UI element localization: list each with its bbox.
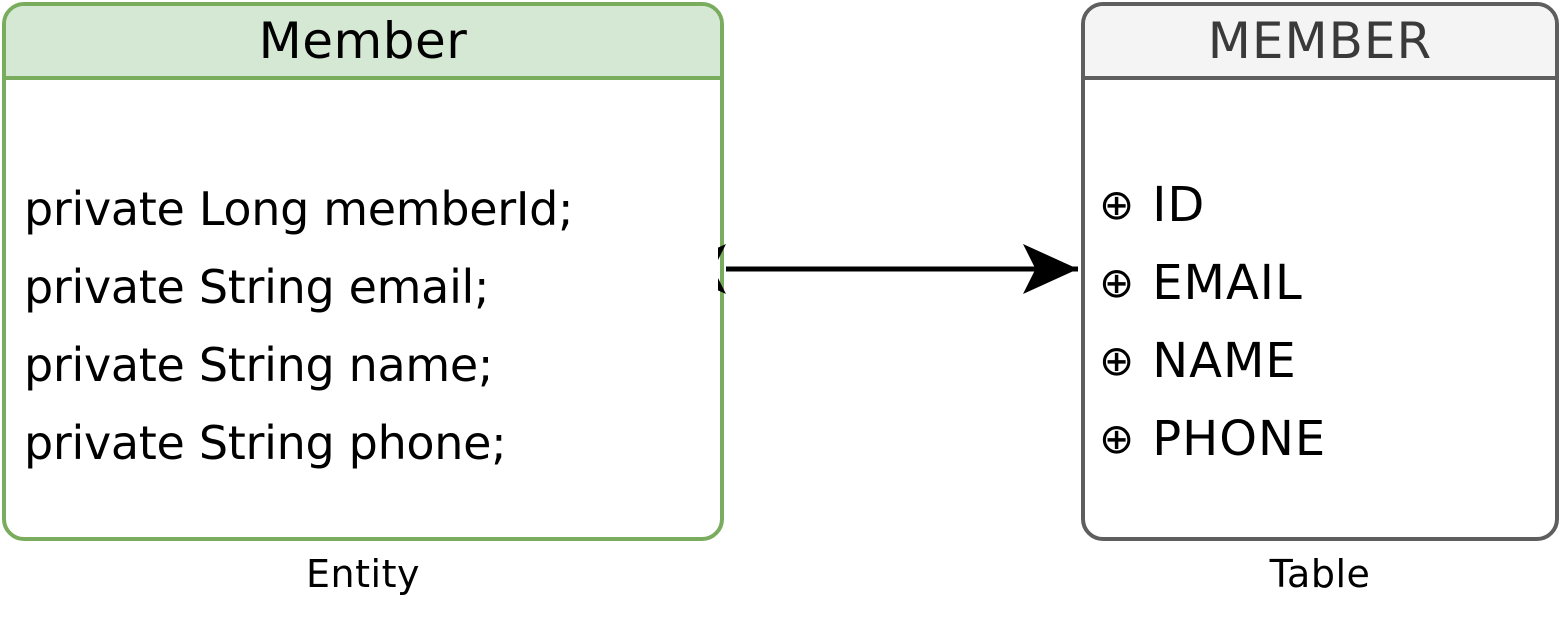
entity-field: private String name; — [24, 338, 494, 392]
table-column-row: ⊕ PHONE — [1099, 400, 1555, 478]
column-name: NAME — [1152, 333, 1297, 389]
entity-card: Member private Long memberId; private St… — [2, 2, 724, 541]
mapping-arrow — [718, 244, 1078, 294]
column-plus-icon: ⊕ — [1099, 336, 1135, 385]
column-name: ID — [1152, 177, 1206, 233]
table-column-row: ⊕ EMAIL — [1099, 244, 1555, 322]
table-caption: Table — [1269, 552, 1371, 596]
column-name: PHONE — [1152, 411, 1327, 467]
column-plus-icon: ⊕ — [1099, 414, 1135, 463]
table-card: MEMBER ⊕ ID ⊕ EMAIL ⊕ NAME ⊕ PHONE — [1081, 2, 1559, 541]
table-column-list: ⊕ ID ⊕ EMAIL ⊕ NAME ⊕ PHONE — [1085, 80, 1555, 478]
column-plus-icon: ⊕ — [1099, 180, 1135, 229]
entity-field: private String email; — [24, 260, 490, 314]
table-column-row: ⊕ ID — [1099, 166, 1555, 244]
table-title: MEMBER — [1085, 6, 1555, 80]
entity-field: private String phone; — [24, 416, 507, 470]
entity-field-list: private Long memberId; private String em… — [6, 80, 720, 482]
entity-caption: Entity — [306, 552, 420, 596]
table-column-row: ⊕ NAME — [1099, 322, 1555, 400]
entity-field: private Long memberId; — [24, 182, 574, 236]
entity-title: Member — [6, 6, 720, 80]
column-name: EMAIL — [1152, 255, 1303, 311]
column-plus-icon: ⊕ — [1099, 258, 1135, 307]
